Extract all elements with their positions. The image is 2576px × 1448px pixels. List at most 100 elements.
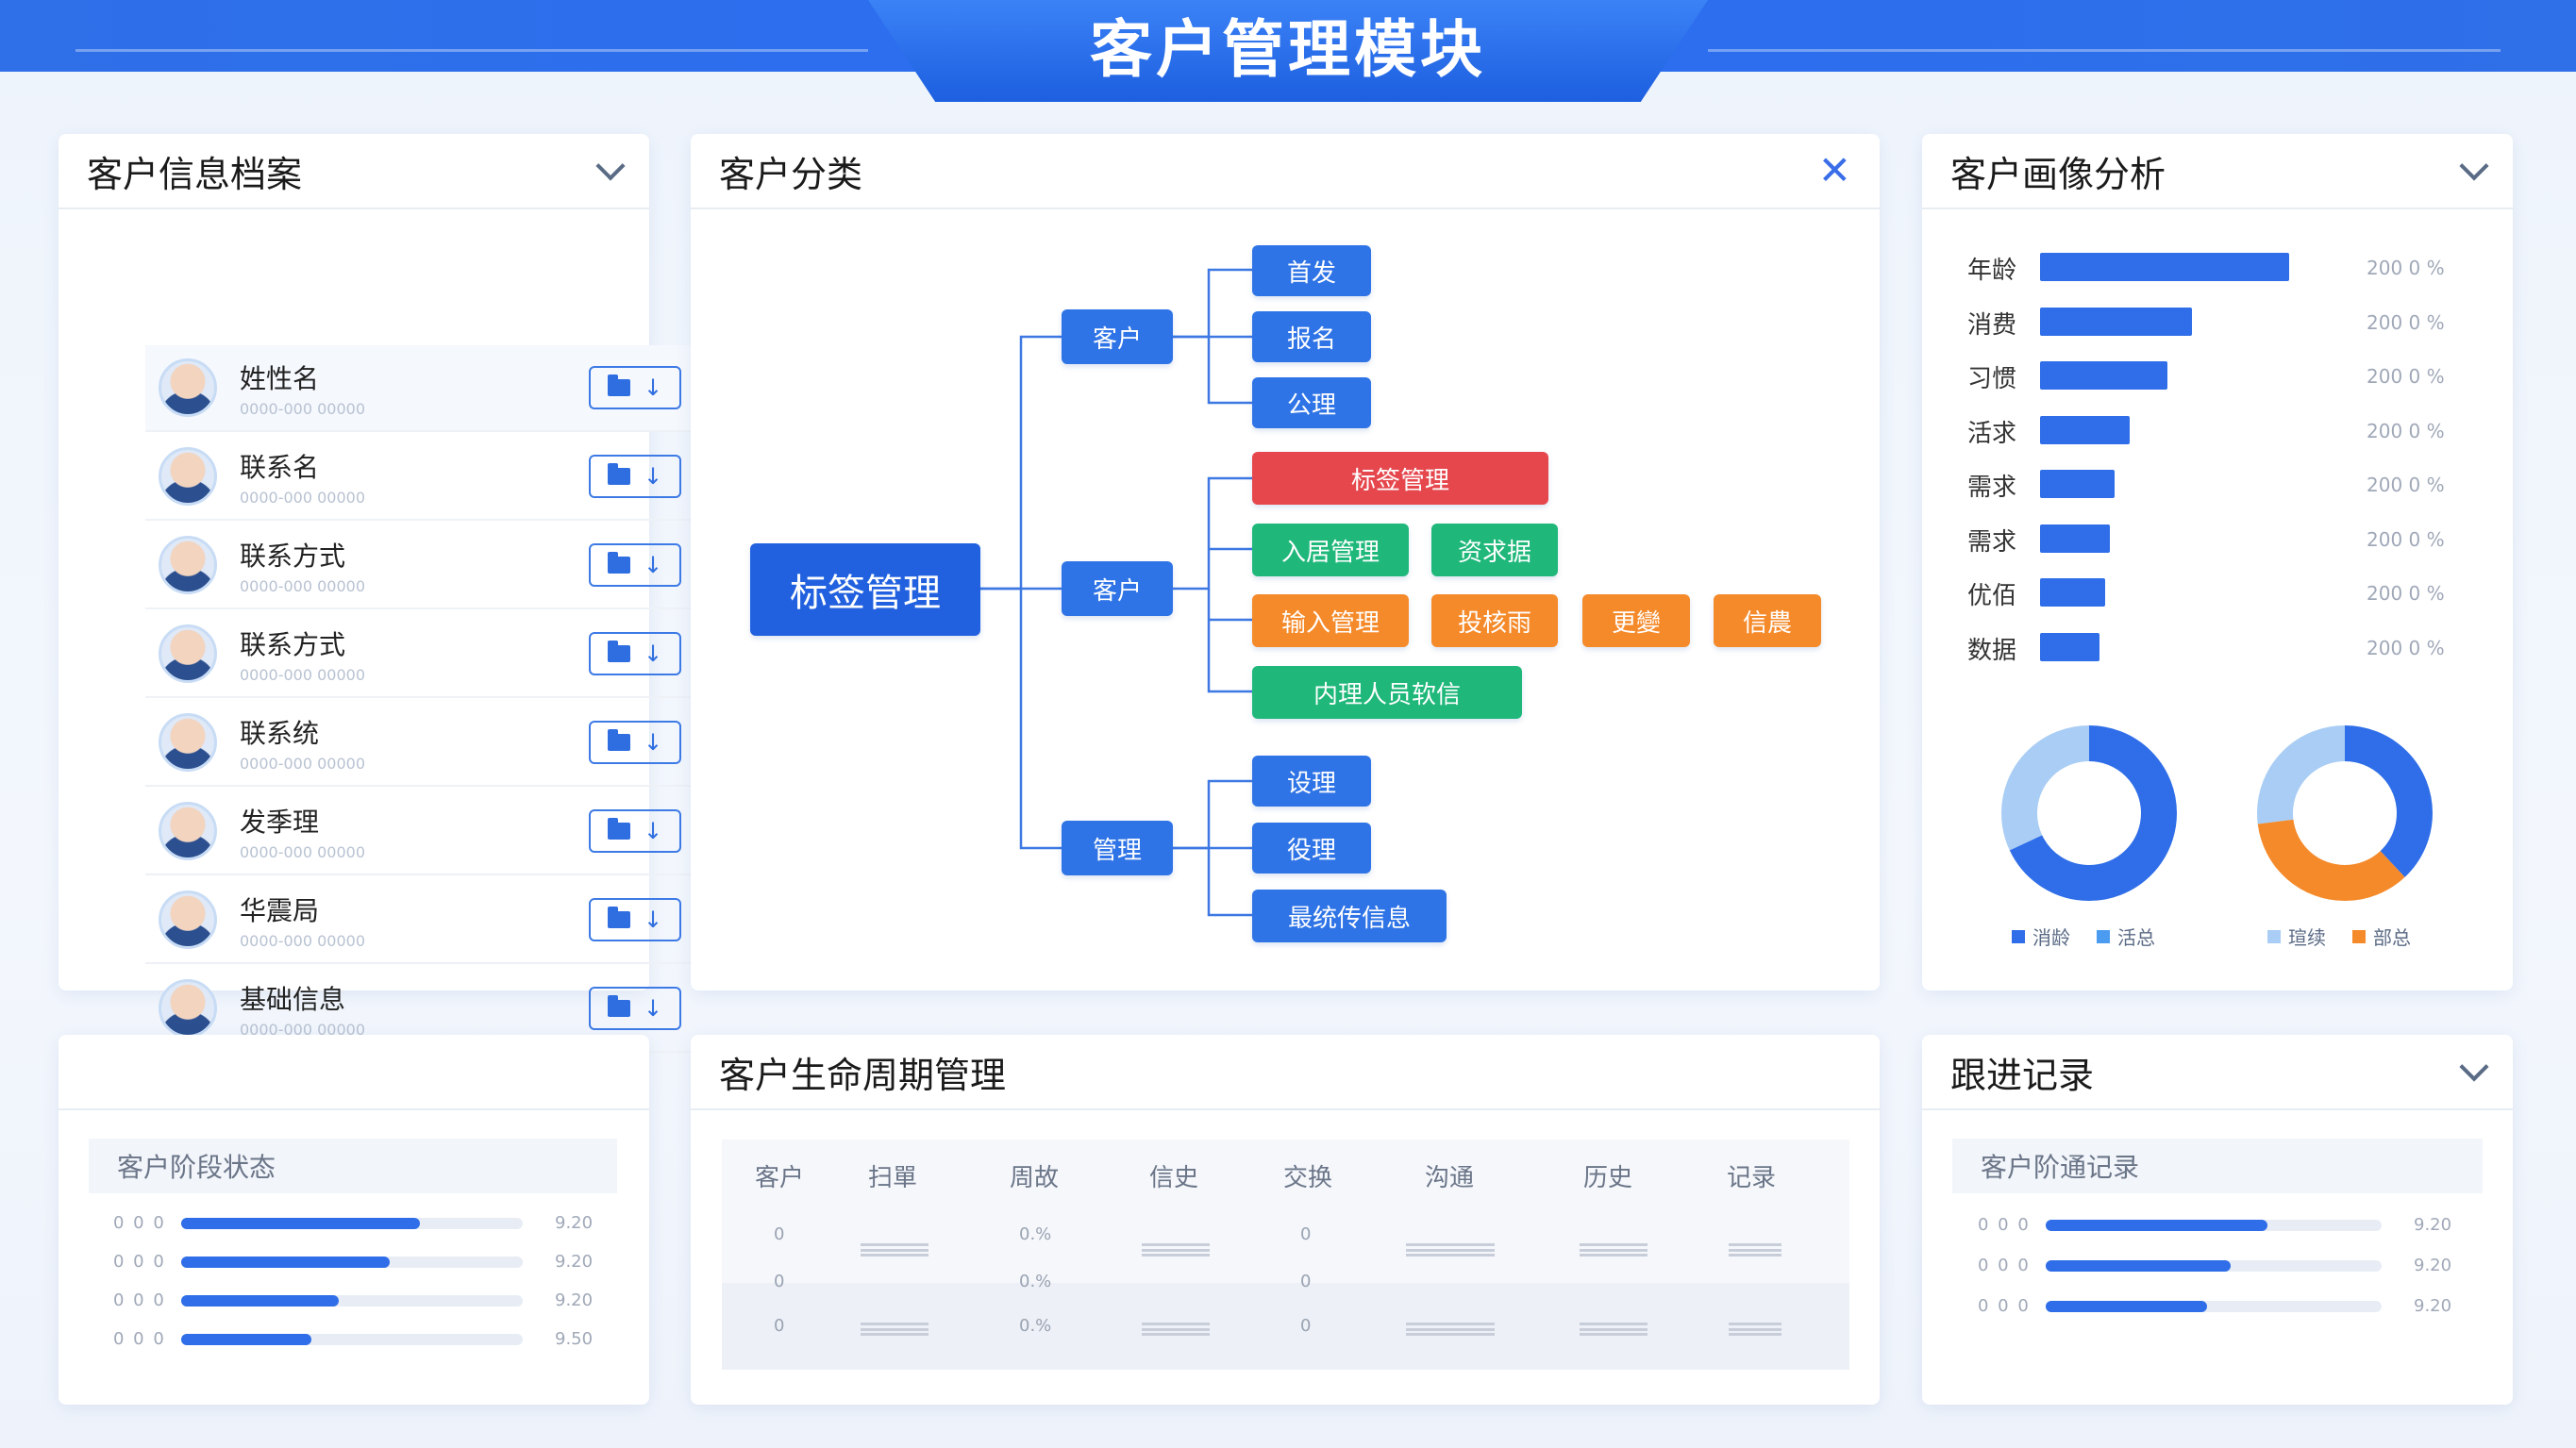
progress-value: 9.20 bbox=[555, 1290, 594, 1310]
progress-row: 0 0 0 9.20 bbox=[113, 1213, 593, 1233]
table-header-cell[interactable]: 记录 bbox=[1727, 1163, 1777, 1192]
customer-name: 发季理 bbox=[240, 806, 320, 838]
progress-fill bbox=[2046, 1300, 2207, 1312]
follow-subtitle: 客户阶通记录 bbox=[1952, 1139, 2483, 1193]
table-cell: 0 bbox=[1300, 1224, 1312, 1244]
download-button[interactable]: ↓ bbox=[589, 987, 681, 1030]
mindmap-root-node[interactable]: 标签管理 bbox=[750, 543, 980, 636]
avatar bbox=[159, 890, 217, 949]
customer-row[interactable]: 姓性名 0000-000 00000 ↓ bbox=[145, 345, 730, 432]
folder-icon bbox=[607, 552, 630, 574]
branch-node-customer-2[interactable]: 客户 bbox=[1062, 561, 1173, 616]
progress-value: 9.20 bbox=[555, 1252, 594, 1272]
legend-label: 部总 bbox=[2373, 926, 2411, 949]
leaf-node[interactable]: 役理 bbox=[1252, 823, 1371, 874]
leaf-node[interactable]: 内理人员软信 bbox=[1252, 666, 1522, 719]
customer-subtext: 0000-000 00000 bbox=[240, 842, 366, 861]
portrait-bar bbox=[2040, 578, 2105, 607]
customer-name: 华震局 bbox=[240, 894, 320, 926]
customer-name: 基础信息 bbox=[240, 983, 346, 1015]
placeholder-lines bbox=[1580, 1243, 1648, 1257]
leaf-node[interactable]: 报名 bbox=[1252, 311, 1371, 362]
portrait-bar bbox=[2040, 415, 2131, 444]
download-button[interactable]: ↓ bbox=[589, 898, 681, 941]
download-button[interactable]: ↓ bbox=[589, 632, 681, 675]
leaf-node-tag-manage[interactable]: 标签管理 bbox=[1252, 452, 1548, 505]
progress-code: 0 0 0 bbox=[113, 1290, 166, 1310]
table-header-cell[interactable]: 客户 bbox=[755, 1163, 805, 1192]
portrait-bar-value: 200 0 % bbox=[2367, 419, 2445, 442]
download-button[interactable]: ↓ bbox=[589, 809, 681, 853]
customer-row[interactable]: 发季理 0000-000 00000 ↓ bbox=[145, 789, 730, 875]
download-button[interactable]: ↓ bbox=[589, 455, 681, 498]
table-cell: 0.% bbox=[1019, 1272, 1052, 1291]
portrait-bar bbox=[2040, 632, 2100, 661]
table-header-cell[interactable]: 沟通 bbox=[1425, 1163, 1475, 1192]
folder-icon bbox=[607, 907, 630, 928]
stage-subtitle: 客户阶段状态 bbox=[89, 1139, 617, 1193]
close-icon[interactable]: ✕ bbox=[1817, 147, 1851, 193]
leaf-node[interactable]: 入居管理 bbox=[1252, 524, 1409, 576]
table-header-cell[interactable]: 信史 bbox=[1149, 1163, 1199, 1192]
branch-node-customer-1[interactable]: 客户 bbox=[1062, 309, 1173, 364]
progress-code: 0 0 0 bbox=[113, 1329, 166, 1349]
download-button[interactable]: ↓ bbox=[589, 366, 681, 409]
progress-value: 9.20 bbox=[555, 1213, 594, 1233]
placeholder-lines bbox=[1406, 1323, 1495, 1336]
portrait-bar bbox=[2040, 361, 2167, 390]
leaf-node[interactable]: 输入管理 bbox=[1252, 594, 1409, 647]
customer-subtext: 0000-000 00000 bbox=[240, 488, 366, 507]
chevron-down-icon[interactable] bbox=[2459, 1052, 2489, 1082]
avatar bbox=[159, 624, 217, 683]
customer-archive-title: 客户信息档案 bbox=[87, 153, 303, 195]
customer-subtext: 0000-000 00000 bbox=[240, 1020, 366, 1039]
customer-subtext: 0000-000 00000 bbox=[240, 399, 366, 418]
branch-node-manage[interactable]: 管理 bbox=[1062, 821, 1173, 875]
table-header-cell[interactable]: 历史 bbox=[1583, 1163, 1633, 1192]
leaf-node[interactable]: 设理 bbox=[1252, 756, 1371, 807]
follow-header: 跟进记录 bbox=[1922, 1035, 2513, 1110]
progress-code: 0 0 0 bbox=[1978, 1215, 2031, 1235]
leaf-node[interactable]: 更變 bbox=[1582, 594, 1690, 647]
download-button[interactable]: ↓ bbox=[589, 721, 681, 764]
table-header-cell[interactable]: 周故 bbox=[1010, 1163, 1060, 1192]
leaf-node[interactable]: 投核雨 bbox=[1431, 594, 1558, 647]
placeholder-lines bbox=[1142, 1243, 1210, 1257]
leaf-node[interactable]: 信農 bbox=[1714, 594, 1821, 647]
progress-code: 0 0 0 bbox=[1978, 1256, 2031, 1275]
leaf-node[interactable]: 首发 bbox=[1252, 245, 1371, 296]
download-button[interactable]: ↓ bbox=[589, 543, 681, 587]
lifecycle-header: 客户生命周期管理 bbox=[691, 1035, 1880, 1110]
customer-name: 姓性名 bbox=[240, 362, 320, 394]
progress-code: 0 0 0 bbox=[1978, 1296, 2031, 1316]
table-cell: 0.% bbox=[1019, 1224, 1052, 1244]
customer-info: 姓性名 0000-000 00000 bbox=[240, 358, 551, 418]
table-header-cell[interactable]: 扫單 bbox=[868, 1163, 918, 1192]
chevron-down-icon[interactable] bbox=[2459, 151, 2489, 181]
placeholder-lines bbox=[1142, 1323, 1210, 1336]
table-header-cell[interactable]: 交换 bbox=[1283, 1163, 1333, 1192]
progress-code: 0 0 0 bbox=[113, 1213, 166, 1233]
avatar bbox=[159, 713, 217, 772]
donut-slice bbox=[2001, 725, 2177, 901]
leaf-node[interactable]: 公理 bbox=[1252, 377, 1371, 428]
customer-subtext: 0000-000 00000 bbox=[240, 665, 366, 684]
progress-track bbox=[2046, 1219, 2382, 1231]
leaf-node[interactable]: 最统传信息 bbox=[1252, 890, 1447, 942]
portrait-bar-value: 200 0 % bbox=[2367, 636, 2445, 659]
progress-track bbox=[2046, 1300, 2382, 1312]
page-title: 客户管理模块 bbox=[1090, 13, 1486, 86]
leaf-node[interactable]: 资求据 bbox=[1431, 524, 1558, 576]
portrait-bar-label: 年龄 bbox=[1967, 257, 2017, 285]
